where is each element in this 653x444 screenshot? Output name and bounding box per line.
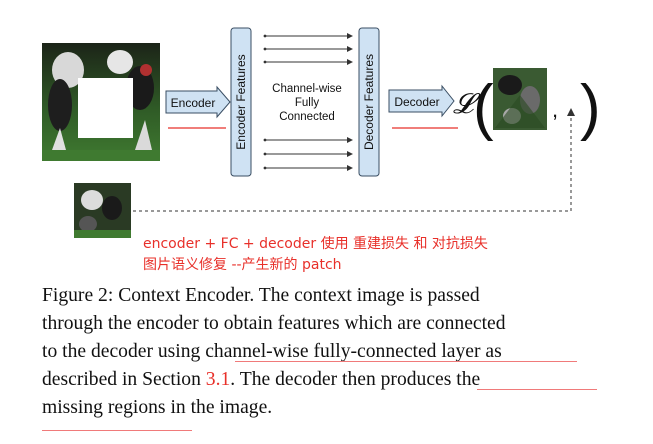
- annotation-line-2: 图片语义修复 --产生新的 patch: [143, 257, 342, 273]
- fc-label-line3: Connected: [279, 111, 335, 123]
- dashed-arrow-head: [567, 108, 575, 116]
- encoder-features-label: Encoder Features: [234, 54, 248, 149]
- highlight-underline-1: [235, 361, 577, 362]
- encoder-features-box: Encoder Features: [230, 27, 252, 177]
- encoder-arrow-label: Encoder: [171, 96, 216, 110]
- input-context-image: [42, 43, 160, 161]
- dashed-connector: [133, 113, 572, 212]
- decoder-features-label: Decoder Features: [362, 54, 376, 150]
- comma: ,: [552, 97, 558, 122]
- caption-line-4-prefix: described in Section: [42, 369, 206, 390]
- highlight-underline-3: [42, 430, 192, 431]
- fc-label-line2: Fully: [295, 97, 320, 109]
- caption-line-4: described in Section 3.1. The decoder th…: [42, 366, 612, 394]
- caption-line-4-suffix: . The decoder then produces the: [230, 369, 481, 390]
- paren-open: (: [473, 73, 494, 142]
- annotation-line-1: encoder + FC + decoder 使用 重建损失 和 对抗损失: [143, 236, 488, 252]
- caption-line-2: through the encoder to obtain features w…: [42, 313, 506, 334]
- ground-truth-image: [74, 183, 131, 238]
- decoder-features-box: Decoder Features: [358, 27, 380, 177]
- missing-region: [78, 78, 133, 138]
- caption-line-3: to the decoder using channel-wise fully-…: [42, 341, 502, 362]
- caption-line-5: missing regions in the image.: [42, 397, 273, 418]
- paren-close: ): [580, 73, 601, 142]
- encoder-arrow: Encoder: [165, 85, 231, 119]
- section-reference-link[interactable]: 3.1: [205, 369, 231, 390]
- predicted-patch-image: [493, 68, 547, 130]
- decoder-arrow-label: Decoder: [394, 95, 439, 109]
- channel-wise-connections: [263, 33, 353, 171]
- fc-label-line1: Channel-wise: [272, 83, 342, 95]
- caption-line-1: Figure 2: Context Encoder. The context i…: [42, 285, 480, 306]
- decoder-arrow: Decoder: [388, 84, 455, 118]
- highlight-underline-2: [477, 389, 597, 390]
